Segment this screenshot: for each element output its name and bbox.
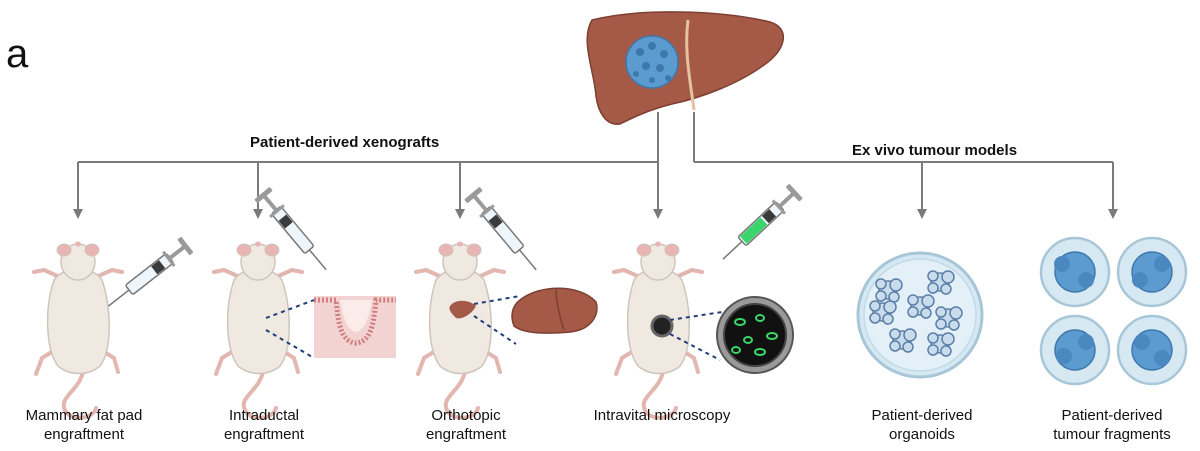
caption-line: Patient-derived — [1061, 407, 1163, 424]
caption-organoids: Patient-derived organoids — [862, 406, 982, 444]
caption-orthotopic: Orthotopic engraftment — [414, 406, 518, 444]
syringe-icon-intravital — [715, 182, 804, 268]
caption-line: Orthotopic — [431, 407, 501, 424]
mammary-duct-inset — [314, 296, 396, 358]
caption-line: Intravital microscopy — [593, 407, 731, 424]
caption-line: Patient-derived — [871, 407, 973, 424]
group-title-xenografts: Patient-derived xenografts — [250, 134, 440, 151]
panel-letter: a — [6, 32, 29, 76]
arrows — [73, 112, 1118, 219]
group-title-ex-vivo: Ex vivo tumour models — [852, 142, 1018, 159]
caption-line: Mammary fat pad — [25, 407, 143, 424]
caption-mammary-fat-pad: Mammary fat pad engraftment — [14, 406, 154, 444]
tumour-fragment-dishes-icon — [1039, 236, 1188, 386]
caption-intravital-microscopy: Intravital microscopy — [582, 406, 742, 425]
caption-line: engraftment — [425, 426, 507, 443]
caption-intraductal: Intraductal engraftment — [214, 406, 314, 444]
mouse-icon-intraductal — [212, 239, 304, 420]
microscopy-inset — [716, 296, 794, 374]
caption-line: Intraductal — [228, 407, 300, 424]
caption-line: engraftment — [43, 426, 125, 443]
liver-inset — [511, 287, 598, 334]
organoid-dish-icon — [856, 251, 984, 379]
caption-line: tumour fragments — [1053, 426, 1171, 443]
caption-line: engraftment — [223, 426, 305, 443]
caption-tumour-fragments: Patient-derived tumour fragments — [1044, 406, 1180, 444]
liver-illustration — [586, 11, 785, 125]
syringe-icon-mammary — [101, 235, 195, 315]
caption-line: organoids — [889, 426, 955, 443]
mouse-icon-mammary — [32, 239, 124, 420]
mouse-icon-orthotopic — [414, 239, 506, 420]
